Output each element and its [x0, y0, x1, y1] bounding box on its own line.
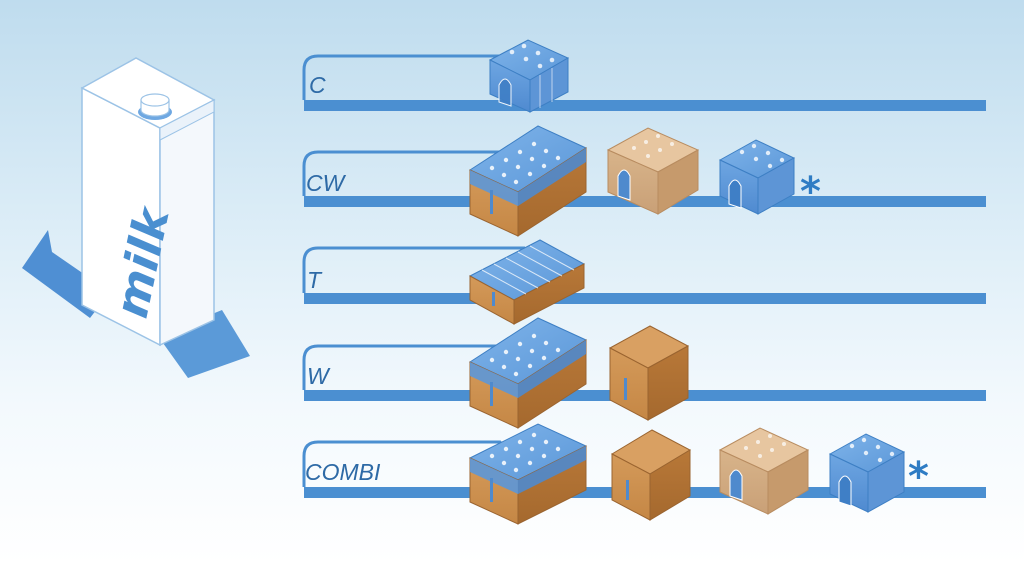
cap-icon: [140, 93, 170, 107]
tray-pack-icon: [468, 239, 586, 325]
row-label-w: W: [307, 363, 331, 389]
row-label-t: T: [307, 267, 323, 293]
carton-tray-pack-icon: [468, 423, 588, 525]
carton-tray-pack-icon: [468, 125, 588, 237]
asterisk-mark-cw: *: [800, 169, 821, 215]
wrapped-box-pack-icon: [606, 127, 700, 215]
row-line: [304, 100, 986, 111]
carton-tray-pack-icon: [468, 317, 588, 429]
row-t: T: [302, 246, 986, 304]
row-tab: [302, 54, 500, 100]
row-c: C: [302, 54, 986, 111]
shrink-wrap-pack-icon: [828, 433, 906, 513]
closed-box-pack-icon: [608, 325, 690, 421]
row-tab: [302, 246, 525, 293]
row-label-cw: CW: [306, 170, 347, 196]
row-tab: [302, 344, 500, 390]
row-label-combi: COMBI: [305, 459, 381, 485]
row-label-c: C: [309, 72, 326, 98]
milk-carton-illustration: milk: [22, 57, 250, 378]
asterisk-mark-combi: *: [908, 454, 929, 500]
closed-box-pack-icon: [610, 429, 692, 521]
shrink-wrap-pack-icon: [718, 139, 796, 215]
wrapped-box-pack-icon: [718, 427, 810, 515]
row-line: [304, 293, 986, 304]
row-tab: [302, 150, 500, 196]
shrink-wrap-pack-icon: [488, 39, 570, 113]
